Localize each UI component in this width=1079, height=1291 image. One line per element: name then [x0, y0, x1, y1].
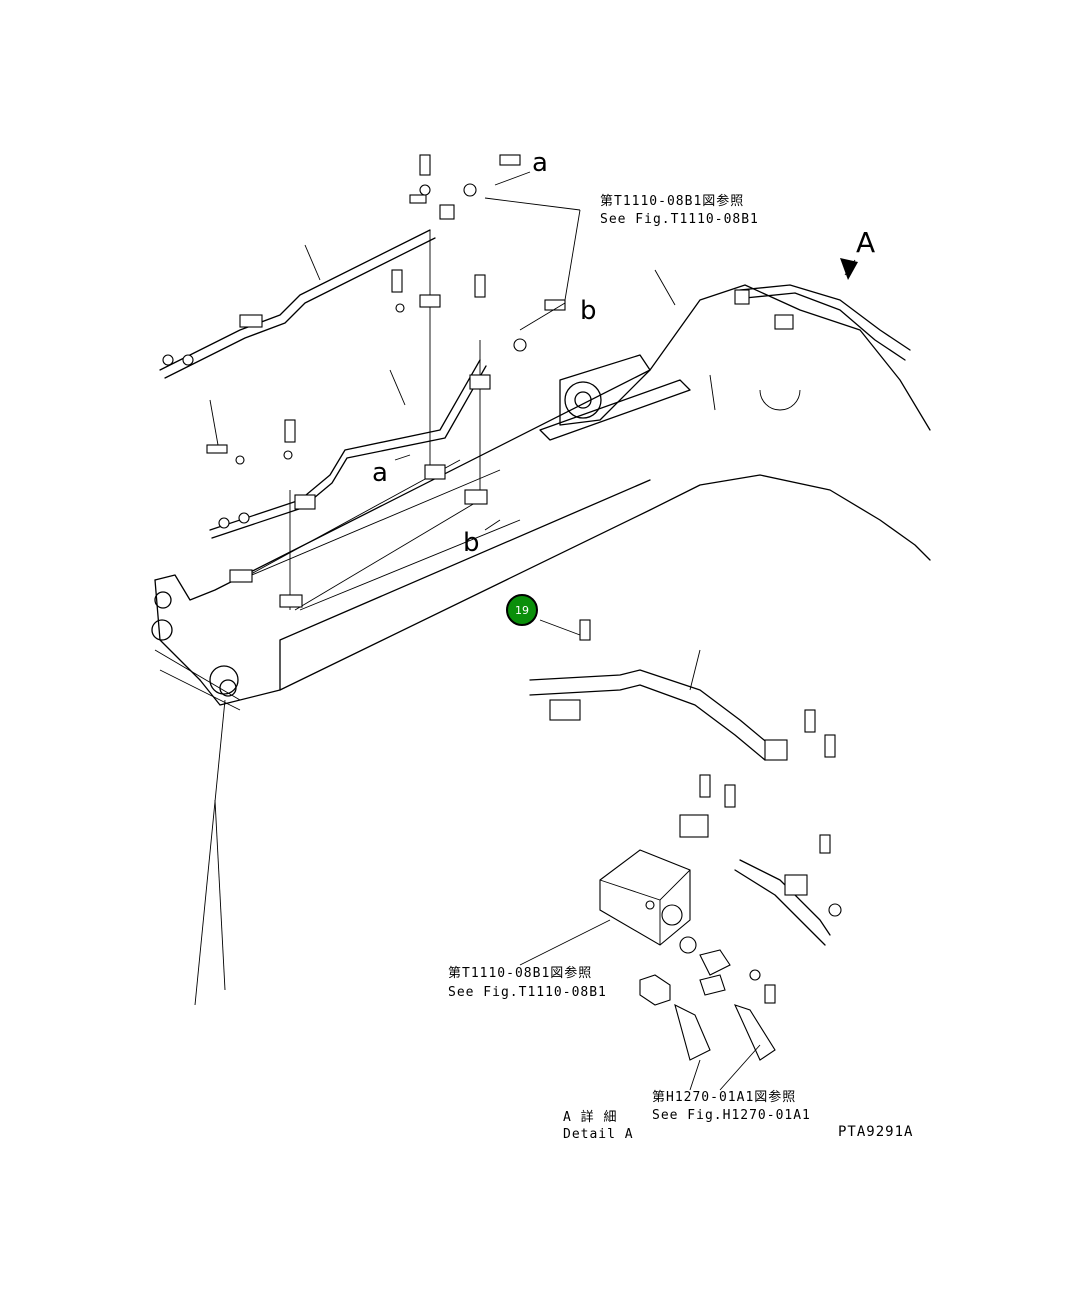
bottom-reference-jp: 第H1270-01A1図参照 [652, 1090, 797, 1105]
marker-view-A: A [856, 226, 876, 259]
clamps-and-bolts [162, 154, 794, 608]
mid-reference-jp: 第T1110-08B1図参照 [448, 966, 593, 981]
top-reference-en: See Fig.T1110-08B1 [600, 212, 759, 227]
mid-reference-en: See Fig.T1110-08B1 [448, 985, 607, 1000]
marker-b-top: b [580, 296, 597, 326]
detail-title-en: Detail A [563, 1127, 634, 1142]
marker-a-mid: a [372, 458, 388, 488]
boom-body [151, 284, 931, 1006]
detail-title-jp: A 詳 細 [563, 1110, 618, 1125]
callout-number: 19 [515, 603, 529, 617]
part-callout-19[interactable]: 19 [506, 594, 538, 626]
detail-a-drawing [529, 619, 842, 1061]
top-reference-jp: 第T1110-08B1図参照 [600, 194, 745, 209]
view-arrow-a [840, 258, 858, 280]
marker-a-top: a [532, 148, 548, 178]
bottom-reference-en: See Fig.H1270-01A1 [652, 1108, 811, 1123]
drawing-code: PTA9291A [838, 1124, 914, 1140]
marker-b-mid: b [463, 528, 480, 558]
leader-lines [209, 171, 856, 1091]
upper-pipes [159, 229, 911, 611]
